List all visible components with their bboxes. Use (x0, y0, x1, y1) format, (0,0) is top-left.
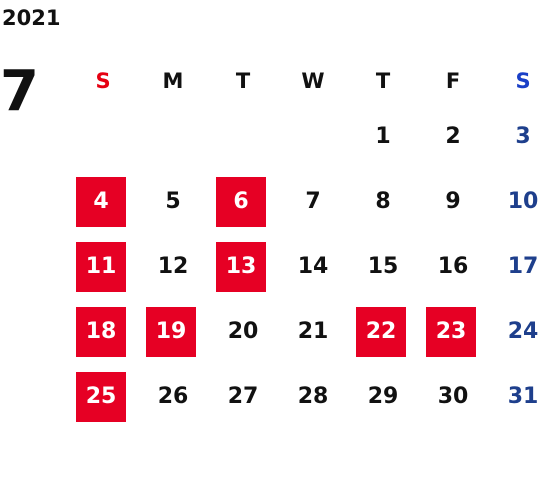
day-cell: 5 (138, 177, 208, 227)
holiday-highlight (76, 241, 126, 292)
day-cell: 28 (278, 372, 348, 422)
weekday-tuesday: T (235, 69, 251, 93)
day-cell: 9 (418, 177, 488, 227)
holiday-highlight (356, 306, 406, 357)
day-number: 9 (445, 189, 461, 214)
day-number: 28 (297, 384, 329, 409)
day-number: 4 (93, 189, 109, 214)
day-cell: 23 (418, 306, 488, 357)
weekday-thursday: T (375, 69, 391, 93)
day-number: 1 (375, 124, 391, 149)
day-cell: 25 (68, 371, 138, 422)
day-cell: 15 (348, 242, 418, 292)
day-cell: 26 (138, 372, 208, 422)
weekday-sunday: S (95, 69, 111, 93)
day-number: 2 (445, 124, 461, 149)
day-cell: 30 (418, 372, 488, 422)
day-number: 5 (165, 189, 181, 214)
holiday-highlight (76, 371, 126, 422)
holiday-highlight (426, 306, 476, 357)
day-number: 31 (507, 384, 539, 409)
day-number: 12 (157, 254, 189, 279)
weekday-wednesday: W (301, 69, 325, 93)
day-cell: 18 (68, 306, 138, 357)
day-cell: 7 (278, 177, 348, 227)
day-number: 30 (437, 384, 469, 409)
day-cell: 19 (138, 306, 208, 357)
empty-day-cell (208, 112, 278, 162)
day-number: 24 (507, 319, 539, 344)
day-number: 14 (297, 254, 329, 279)
week-row: 4 5 6 7 8 9 10 (68, 169, 548, 234)
day-number: 18 (85, 319, 117, 344)
day-number: 21 (297, 319, 329, 344)
weekday-monday: M (162, 69, 184, 93)
day-cell: 10 (488, 177, 548, 227)
day-cell: 16 (418, 242, 488, 292)
day-number: 11 (85, 254, 117, 279)
year-label: 2021 (2, 6, 61, 30)
day-cell: 31 (488, 372, 548, 422)
day-cell: 17 (488, 242, 548, 292)
empty-day-cell (68, 112, 138, 162)
day-number: 3 (515, 124, 531, 149)
holiday-highlight (146, 306, 196, 357)
day-number: 22 (365, 319, 397, 344)
holiday-highlight (216, 241, 266, 292)
day-number: 15 (367, 254, 399, 279)
day-cell: 11 (68, 241, 138, 292)
day-cell: 6 (208, 176, 278, 227)
week-row: 1 2 3 (68, 104, 548, 169)
day-cell: 20 (208, 307, 278, 357)
holiday-highlight (216, 176, 266, 227)
day-number: 20 (227, 319, 259, 344)
month-number: 7 (0, 59, 39, 124)
empty-day-cell (138, 112, 208, 162)
week-row: 18 19 20 21 22 23 24 (68, 299, 548, 364)
day-cell: 8 (348, 177, 418, 227)
day-cell: 2 (418, 112, 488, 162)
holiday-highlight (76, 176, 126, 227)
day-cell: 1 (348, 112, 418, 162)
day-cell: 27 (208, 372, 278, 422)
day-cell: 13 (208, 241, 278, 292)
weekday-friday: F (445, 69, 461, 93)
day-number: 6 (233, 189, 249, 214)
day-cell: 12 (138, 242, 208, 292)
day-number: 25 (85, 384, 117, 409)
day-number: 10 (507, 189, 539, 214)
day-cell: 14 (278, 242, 348, 292)
empty-day-cell (278, 112, 348, 162)
day-cell: 24 (488, 307, 548, 357)
day-cell: 3 (488, 112, 548, 162)
weekday-header-row: S M T W T F S (68, 58, 548, 104)
weekday-saturday: S (515, 69, 531, 93)
week-row: 25 26 27 28 29 30 31 (68, 364, 548, 429)
day-cell: 22 (348, 306, 418, 357)
day-number: 7 (305, 189, 321, 214)
week-row: 11 12 13 14 15 16 17 (68, 234, 548, 299)
day-cell: 29 (348, 372, 418, 422)
day-cell: 21 (278, 307, 348, 357)
day-number: 19 (155, 319, 187, 344)
holiday-highlight (76, 306, 126, 357)
day-number: 26 (157, 384, 189, 409)
day-cell: 4 (68, 176, 138, 227)
day-number: 23 (435, 319, 467, 344)
day-number: 29 (367, 384, 399, 409)
day-number: 13 (225, 254, 257, 279)
day-number: 27 (227, 384, 259, 409)
day-number: 16 (437, 254, 469, 279)
day-number: 17 (507, 254, 539, 279)
day-number: 8 (375, 189, 391, 214)
